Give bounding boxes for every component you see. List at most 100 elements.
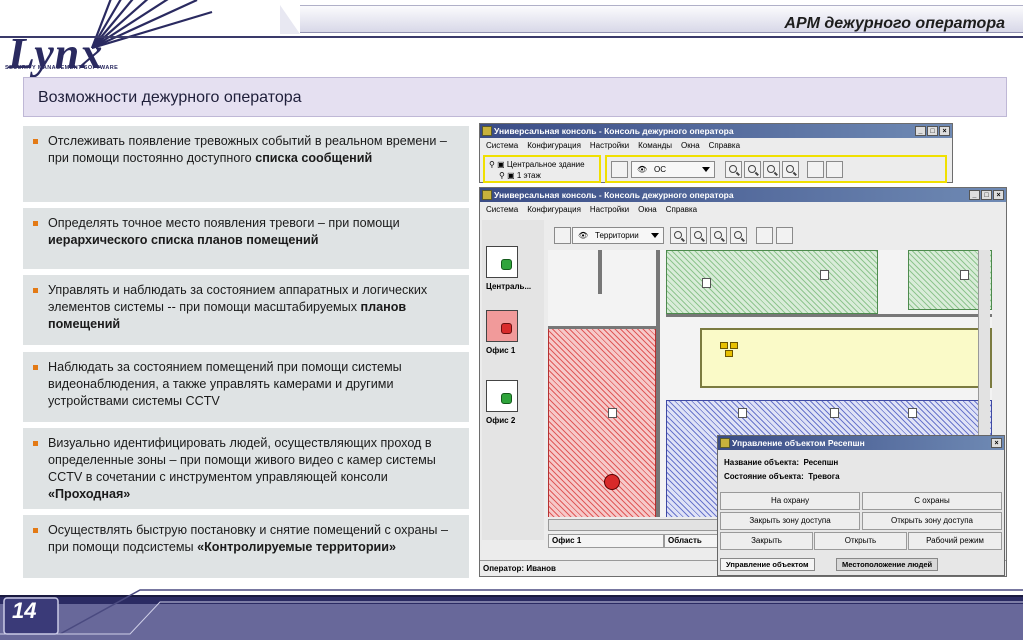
territory-label: Офис 1: [486, 346, 516, 355]
tab-people-location[interactable]: Местоположение людей: [836, 558, 939, 571]
feature-card: Управлять и наблюдать за состоянием аппа…: [23, 275, 469, 345]
maximize-button[interactable]: □: [981, 190, 992, 200]
minimize-button[interactable]: _: [915, 126, 926, 136]
zoom-out-button[interactable]: [744, 161, 761, 178]
room-normal[interactable]: [666, 250, 878, 314]
object-name-row: Название объекта: Ресепшн: [724, 458, 839, 467]
tree-node[interactable]: ⚲ ▣ 1 этаж: [499, 171, 541, 180]
menu-bar: Система Конфигурация Настройки Окна Спра…: [480, 203, 1006, 217]
zoom-reset-button[interactable]: [782, 161, 799, 178]
app-icon: [482, 190, 492, 200]
toolbar-highlight: 👁 ОС: [605, 155, 947, 183]
app-icon: [482, 126, 492, 136]
window-title: Универсальная консоль - Консоль дежурног…: [494, 126, 734, 136]
wall: [666, 314, 992, 317]
close-button[interactable]: ×: [993, 190, 1004, 200]
bullet-marker: [33, 365, 38, 370]
feature-text: Наблюдать за состоянием помещений при по…: [48, 360, 402, 408]
feature-text: Управлять и наблюдать за состоянием аппа…: [48, 283, 428, 331]
menu-item[interactable]: Конфигурация: [527, 141, 581, 150]
room-alarm[interactable]: [548, 328, 656, 517]
console-screenshot: Универсальная консоль - Консоль дежурног…: [479, 123, 1009, 578]
alarm-sensor-icon[interactable]: [604, 474, 620, 490]
object-state-row: Состояние объекта: Тревога: [724, 472, 840, 481]
menu-item[interactable]: Система: [486, 205, 519, 214]
header-divider: [0, 36, 1023, 38]
hand-icon[interactable]: [776, 227, 793, 244]
feature-text: Определять точное место появления тревог…: [48, 216, 400, 247]
dialog-titlebar: Управление объектом Ресепшн ×: [718, 436, 1004, 450]
tree-node[interactable]: ⚲ ▣ Центральное здание: [489, 160, 585, 169]
zoom-in-button[interactable]: [670, 227, 687, 244]
territory-label: Централь...: [486, 282, 532, 291]
close-access-zone-button[interactable]: Закрыть зону доступа: [720, 512, 860, 530]
territory-sidebar: Централь... Офис 1 Офис 2: [482, 220, 544, 540]
close-button[interactable]: ×: [991, 438, 1002, 448]
door-marker[interactable]: [908, 408, 917, 418]
menu-item[interactable]: Система: [486, 141, 519, 150]
zoom-out-button[interactable]: [690, 227, 707, 244]
zoom-in-button[interactable]: [725, 161, 742, 178]
territory-icon-normal[interactable]: [486, 380, 518, 412]
bullet-marker: [33, 139, 38, 144]
territory-icon-alarm[interactable]: [486, 310, 518, 342]
window-titlebar: Универсальная консоль - Консоль дежурног…: [480, 188, 1006, 202]
header-band: АРМ дежурного оператора: [280, 5, 1023, 34]
door-marker[interactable]: [738, 408, 747, 418]
hand-icon[interactable]: [826, 161, 843, 178]
menu-item[interactable]: Окна: [681, 141, 700, 150]
menu-item[interactable]: Настройки: [589, 141, 630, 150]
open-access-zone-button[interactable]: Открыть зону доступа: [862, 512, 1002, 530]
maximize-button[interactable]: □: [927, 126, 938, 136]
feature-card: Отслеживать появление тревожных событий …: [23, 126, 469, 202]
territory-combo[interactable]: 👁 Территории: [572, 227, 664, 244]
zoom-fit-button[interactable]: [763, 161, 780, 178]
app-icon: [720, 438, 730, 448]
normal-mode-button[interactable]: Рабочий режим: [908, 532, 1002, 550]
feature-text: Осуществлять быструю постановку и снятие…: [48, 523, 448, 554]
door-marker[interactable]: [960, 270, 969, 280]
bullet-marker: [33, 221, 38, 226]
arm-button[interactable]: На охрану: [720, 492, 860, 510]
menu-item[interactable]: Справка: [708, 141, 741, 150]
door-marker[interactable]: [820, 270, 829, 280]
menu-item[interactable]: Справка: [665, 205, 698, 214]
zoom-fit-button[interactable]: [710, 227, 727, 244]
menu-item[interactable]: Команды: [638, 141, 673, 150]
wall: [548, 326, 660, 329]
menu-item[interactable]: Настройки: [589, 205, 630, 214]
bullet-marker: [33, 528, 38, 533]
window-titlebar: Универсальная консоль - Консоль дежурног…: [480, 124, 952, 138]
layer-combo[interactable]: 👁 ОС: [631, 161, 715, 178]
bullet-marker: [33, 441, 38, 446]
feature-card: Наблюдать за состоянием помещений при по…: [23, 352, 469, 422]
tab-object-control[interactable]: Управление объектом: [720, 558, 815, 571]
select-area-button[interactable]: [807, 161, 824, 178]
minimize-button[interactable]: _: [969, 190, 980, 200]
lock-button[interactable]: Закрыть: [720, 532, 813, 550]
select-area-button[interactable]: [756, 227, 773, 244]
menu-item[interactable]: Конфигурация: [527, 205, 581, 214]
select-tool-button[interactable]: [611, 161, 628, 178]
room-selected[interactable]: [700, 328, 992, 388]
zoom-reset-button[interactable]: [730, 227, 747, 244]
door-marker[interactable]: [702, 278, 711, 288]
console-window-back: Универсальная консоль - Консоль дежурног…: [479, 123, 953, 183]
menu-item[interactable]: Окна: [638, 205, 657, 214]
door-marker[interactable]: [608, 408, 617, 418]
camera-group-icon[interactable]: [720, 342, 740, 358]
eye-icon: 👁: [637, 165, 648, 174]
disarm-button[interactable]: С охраны: [862, 492, 1002, 510]
wall: [598, 250, 602, 294]
territory-icon-normal[interactable]: [486, 246, 518, 278]
header-title: АРМ дежурного оператора: [784, 15, 1005, 32]
unlock-button[interactable]: Открыть: [814, 532, 907, 550]
select-tool-button[interactable]: [554, 227, 571, 244]
eye-icon: 👁: [578, 231, 589, 240]
close-button[interactable]: ×: [939, 126, 950, 136]
door-marker[interactable]: [830, 408, 839, 418]
logo-tagline: SECURITY MANAGEMENT SOFTWARE: [5, 65, 119, 71]
plans-tree: ⚲ ▣ Центральное здание ⚲ ▣ 1 этаж: [483, 155, 601, 183]
slide-title-bar: Возможности дежурного оператора: [23, 77, 1007, 117]
